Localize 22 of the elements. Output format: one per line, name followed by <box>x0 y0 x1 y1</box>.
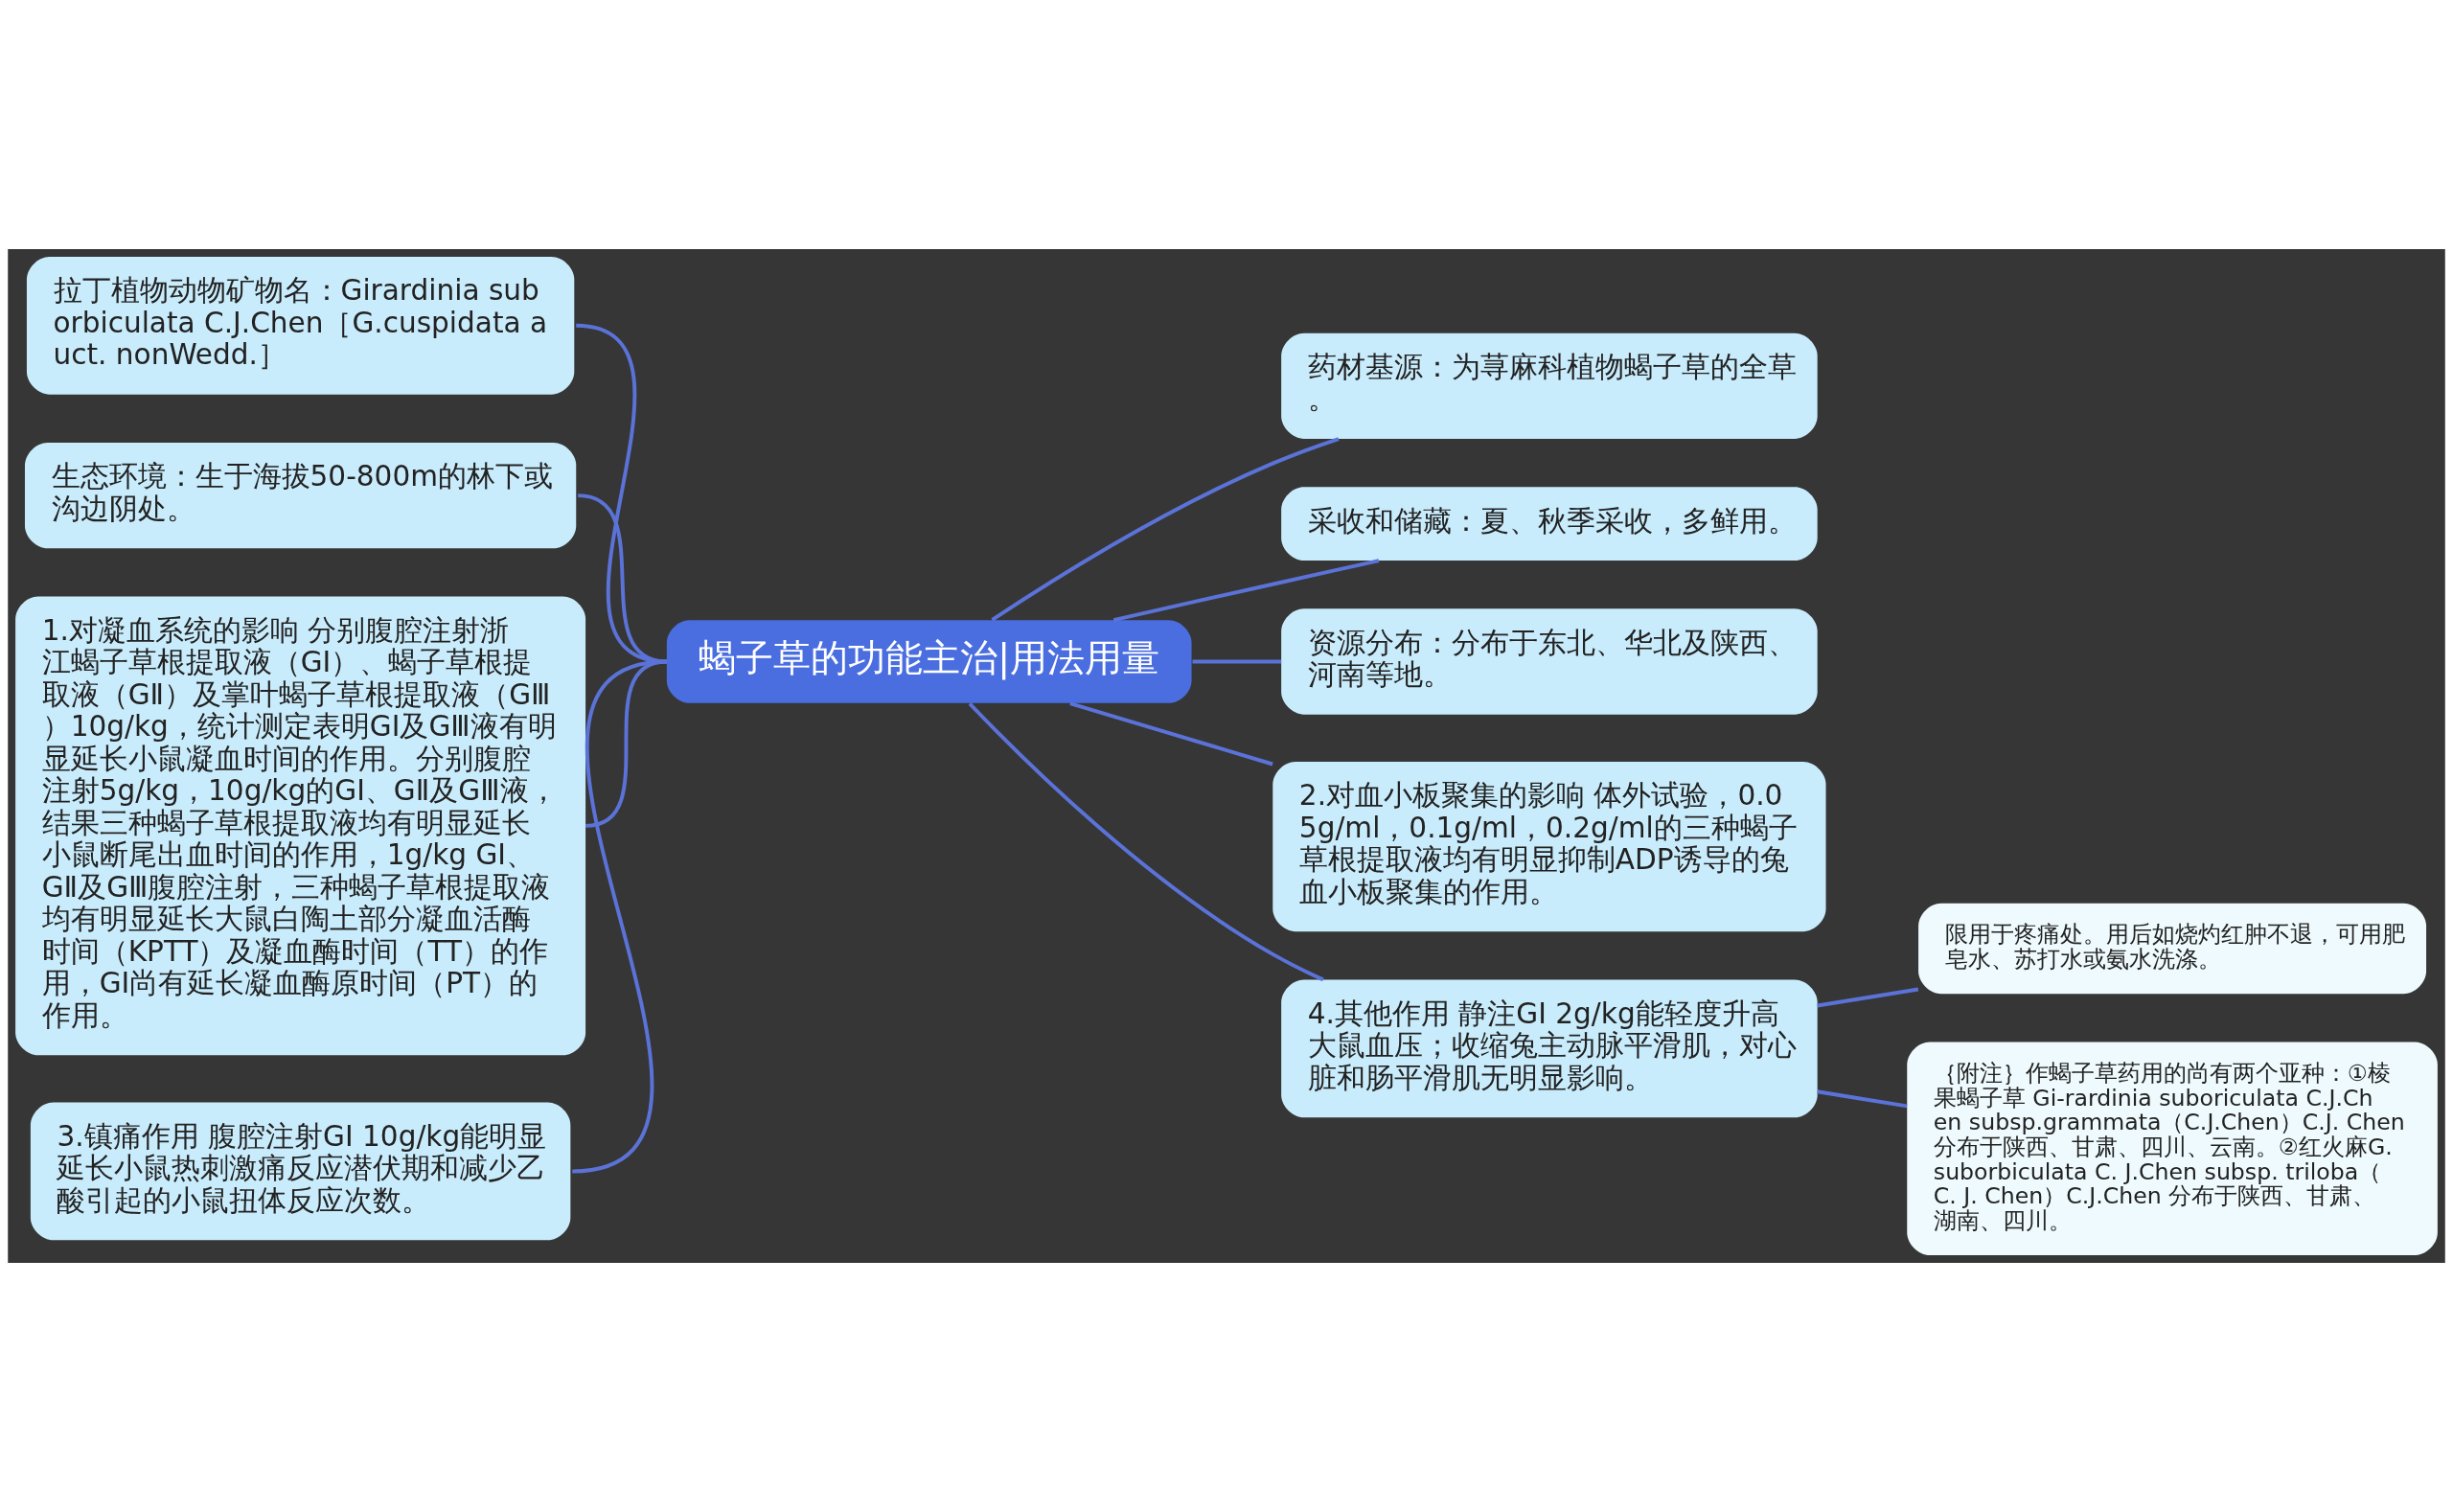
node-box: 资源分布：分布于东北、华北及陕西、河南等地。 <box>1281 608 1818 715</box>
connector <box>991 437 1340 622</box>
node-box: 蝎子草的功能主治|用法用量 <box>666 620 1192 703</box>
node-box: 4.其他作用 静注GI 2g/kg能轻度升高大鼠血压；收缩兔主动脉平滑肌，对心脏和肠平滑肌无明显影响。 <box>1281 979 1818 1118</box>
connector <box>575 323 668 664</box>
connector <box>577 493 668 664</box>
node-box: 采收和储藏：夏、秋季采收，多鲜用。 <box>1281 487 1818 561</box>
node-box: 2.对血小板聚集的影响 体外试验，0.05g/ml，0.1g/ml，0.2g/ml的三种蝎子草根提取液均有明显抑制ADP诱导的兔血小板聚集的作用。 <box>1272 761 1826 932</box>
connector <box>968 702 1324 982</box>
connector <box>1817 987 1919 1008</box>
node-box: 1.对凝血系统的影响 分别腹腔注射浙江蝎子草根提取液（GI）、蝎子草根提取液（GⅡ）及掌叶蝎子草根提取液（GⅢ）10g/kg，统计测定表明GI及GⅢ液有明显延长小鼠凝血时间的作用。分别腹腔注射5g/kg，10g/kg的GⅠ、GⅡ及GⅢ液，结果三种蝎子草根提取液均有明显延长小鼠断尾出血时间的作用，1g/kg GⅠ、GⅡ及GⅢ腹腔注射，三种蝎子草根提取液均有明显延长大鼠白陶土部分凝血活酶时间（KPTT）及凝血酶时间（TT）的作用，GI尚有延长凝血酶原时间（PT）的作用。 <box>15 596 586 1056</box>
node-box: ｛附注｝作蝎子草药用的尚有两个亚种：①棱果蝎子草 Gi-rardinia suboriculata C.J.Chen subsp.grammata（C.J.Chen）C.J. Chen 分布于陕西、甘肃、四川、云南。②红火麻G. suborbiculata C. J.Chen subsp. triloba（C. J. Chen）C.J.Chen 分布于陕西、甘肃、湖南、四川。 <box>1907 1042 2438 1256</box>
connector <box>1112 559 1380 622</box>
node-box: 拉丁植物动物矿物名：Girardinia suborbiculata C.J.Chen［G.cuspidata auct. nonWedd.］ <box>26 256 575 395</box>
connector <box>1069 701 1273 767</box>
node-box: 限用于疼痛处。用后如烧灼红肿不退，可用肥皂水、苏打水或氨水洗涤。 <box>1918 903 2427 995</box>
connector <box>571 659 668 1174</box>
node-box: 药材基源：为荨麻科植物蝎子草的全草。 <box>1281 332 1818 439</box>
node-box: 生态环境：生于海拔50-800m的林下或沟边阴处。 <box>24 442 577 549</box>
connector <box>1192 659 1282 664</box>
connector <box>1817 1089 1908 1109</box>
node-box: 3.镇痛作用 腹腔注射GI 10g/kg能明显延长小鼠热刺激痛反应潜伏期和减少乙酸引起的小鼠扭体反应次数。 <box>30 1102 571 1241</box>
